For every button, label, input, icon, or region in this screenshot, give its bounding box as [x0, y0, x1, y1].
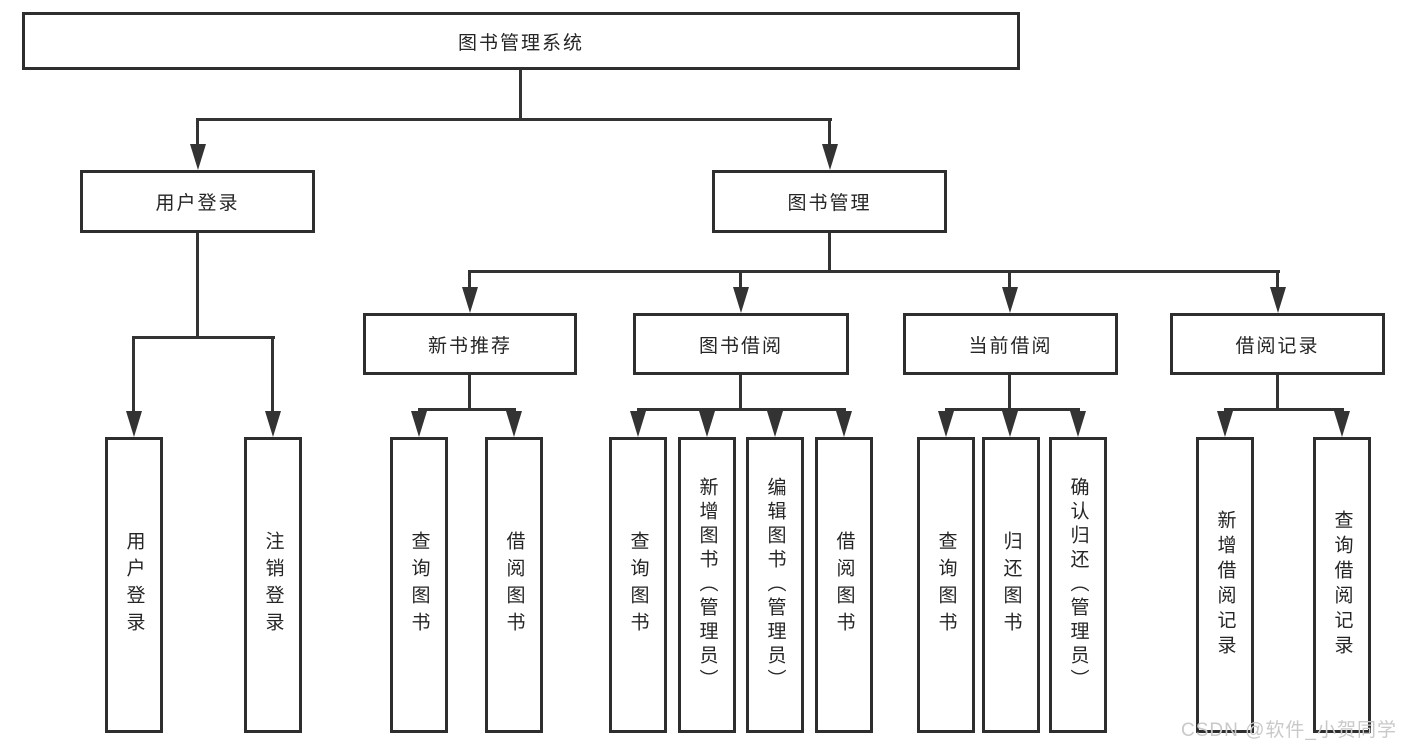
connector-book-borrow-stem	[739, 375, 742, 411]
arrow-down-icon	[1270, 287, 1286, 313]
connector-user-login-stem	[196, 233, 199, 339]
connector-book-borrow-bus	[637, 408, 846, 411]
connector-to-new-book-rec	[468, 270, 471, 289]
arrow-down-icon	[126, 411, 142, 437]
leaf-borrow-books-recommend: 借阅图书	[485, 437, 543, 733]
connector-to-current-borrow	[1008, 270, 1011, 289]
node-label: 编辑图书（管理员）	[764, 477, 786, 693]
connector-borrow-records-stem	[1276, 375, 1279, 411]
arrow-down-icon	[767, 411, 783, 437]
arrow-down-icon	[938, 411, 954, 437]
arrow-down-icon	[265, 411, 281, 437]
arrow-down-icon	[733, 287, 749, 313]
connector-to-book-borrow	[739, 270, 742, 289]
connector-root-bus	[197, 118, 832, 121]
node-label: 图书管理	[787, 193, 872, 214]
leaf-borrow-books-borrowing: 借阅图书	[815, 437, 873, 733]
connector-new-book-rec-stem	[468, 375, 471, 411]
node-label: 用户登录	[123, 531, 145, 639]
leaf-query-books-current: 查询图书	[917, 437, 975, 733]
leaf-query-books-recommend: 查询图书	[390, 437, 448, 733]
connector-to-borrow-records	[1276, 270, 1279, 289]
leaf-user-login: 用户登录	[105, 437, 163, 733]
node-label: 新书推荐	[427, 335, 512, 357]
leaf-return-books: 归还图书	[982, 437, 1040, 733]
arrow-down-icon	[822, 144, 838, 170]
node-label: 查询借阅记录	[1331, 510, 1353, 660]
node-user-login: 用户登录	[80, 170, 315, 233]
arrow-down-icon	[1334, 411, 1350, 437]
connector-current-borrow-stem	[1008, 375, 1011, 411]
leaf-confirm-return-admin: 确认归还（管理员）	[1049, 437, 1107, 733]
node-new-book-recommendation: 新书推荐	[363, 313, 577, 375]
connector-user-login-bus	[132, 336, 275, 339]
arrow-down-icon	[506, 411, 522, 437]
arrow-down-icon	[1002, 287, 1018, 313]
arrow-down-icon	[462, 287, 478, 313]
leaf-query-borrow-record: 查询借阅记录	[1313, 437, 1371, 733]
node-label: 借阅图书	[503, 531, 525, 639]
node-label: 新增图书（管理员）	[696, 477, 718, 693]
node-book-management: 图书管理	[712, 170, 947, 233]
node-label: 查询图书	[935, 531, 957, 639]
arrow-down-icon	[190, 144, 206, 170]
node-label: 当前借阅	[968, 335, 1053, 357]
node-label: 查询图书	[408, 531, 430, 639]
arrow-down-icon	[1070, 411, 1086, 437]
connector-borrow-records-bus	[1224, 408, 1344, 411]
node-book-borrowing: 图书借阅	[633, 313, 849, 375]
node-current-borrowing: 当前借阅	[903, 313, 1118, 375]
node-borrowing-records: 借阅记录	[1170, 313, 1385, 375]
arrow-down-icon	[411, 411, 427, 437]
arrow-down-icon	[1217, 411, 1233, 437]
node-label: 借阅图书	[833, 531, 855, 639]
leaf-add-borrow-record: 新增借阅记录	[1196, 437, 1254, 733]
connector-to-leaf-logout	[271, 336, 274, 413]
connector-root-stem	[519, 70, 522, 118]
leaf-query-books-borrowing: 查询图书	[609, 437, 667, 733]
node-label: 确认归还（管理员）	[1067, 477, 1089, 693]
node-label: 借阅记录	[1235, 335, 1320, 357]
connector-root-to-user-login	[196, 118, 199, 146]
arrow-down-icon	[836, 411, 852, 437]
arrow-down-icon	[1002, 411, 1018, 437]
node-label: 图书管理系统	[457, 32, 584, 54]
node-label: 注销登录	[262, 531, 284, 639]
node-library-management-system: 图书管理系统	[22, 12, 1020, 70]
leaf-add-books-admin: 新增图书（管理员）	[678, 437, 736, 733]
arrow-down-icon	[699, 411, 715, 437]
connector-root-to-book-mgmt	[828, 118, 831, 146]
connector-current-borrow-bus	[945, 408, 1080, 411]
leaf-logout: 注销登录	[244, 437, 302, 733]
node-label: 新增借阅记录	[1214, 510, 1236, 660]
node-label: 用户登录	[155, 193, 240, 214]
node-label: 归还图书	[1000, 531, 1022, 639]
connector-to-leaf-user-login	[132, 336, 135, 413]
node-label: 查询图书	[627, 531, 649, 639]
csdn-watermark: CSDN @软件_小贺同学	[1181, 720, 1397, 741]
node-label: 图书借阅	[698, 335, 783, 357]
connector-new-book-rec-bus	[418, 408, 516, 411]
connector-book-mgmt-bus	[469, 270, 1280, 273]
arrow-down-icon	[630, 411, 646, 437]
connector-book-mgmt-stem	[828, 233, 831, 273]
leaf-edit-books-admin: 编辑图书（管理员）	[746, 437, 804, 733]
